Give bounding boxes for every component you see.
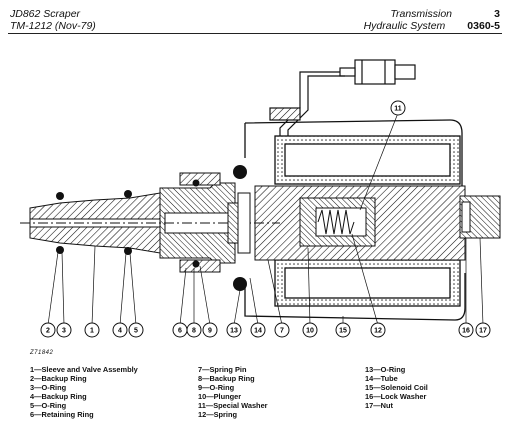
legend-item: 11—Special Washer xyxy=(198,400,268,410)
legend-item: 7—Spring Pin xyxy=(198,365,247,374)
solenoid-valve-diagram: 2 3 1 4 5 6 8 9 13 14 7 10 15 12 11 16 1… xyxy=(20,59,501,338)
svg-text:6: 6 xyxy=(178,328,182,335)
svg-text:13: 13 xyxy=(230,328,238,335)
callout-16: 16 xyxy=(458,322,474,338)
svg-text:2: 2 xyxy=(46,328,50,335)
svg-text:7: 7 xyxy=(280,328,284,335)
callout-14: 14 xyxy=(250,322,266,338)
header-rule xyxy=(8,33,502,34)
legend-item: 9—O-Ring xyxy=(198,382,235,392)
legend-item: 2—Backup Ring xyxy=(30,373,87,383)
svg-text:10: 10 xyxy=(306,328,314,335)
plunger-tube xyxy=(254,185,501,261)
header-right: Transmission 3 Hydraulic System 0360-5 xyxy=(364,8,500,32)
callout-7: 7 xyxy=(274,322,290,338)
subsection-title: Hydraulic System xyxy=(363,20,446,32)
callout-5: 5 xyxy=(128,322,144,338)
legend-item: 16—Lock Washer xyxy=(365,391,427,401)
legend-item: 14—Tube xyxy=(365,373,398,383)
legend-column-2: 7—Spring Pin 8—Backup Ring 9—O-Ring 10—P… xyxy=(198,365,268,419)
svg-text:15: 15 xyxy=(339,328,347,335)
svg-text:5: 5 xyxy=(134,328,138,335)
legend-item: 15—Solenoid Coil xyxy=(365,382,428,392)
legend-item: 8—Backup Ring xyxy=(198,373,255,383)
svg-text:14: 14 xyxy=(254,328,262,335)
callout-leaders xyxy=(47,112,484,326)
legend-item: 5—O-Ring xyxy=(30,400,67,410)
section-title: Transmission xyxy=(390,8,452,20)
callout-15: 15 xyxy=(335,322,351,338)
svg-text:12: 12 xyxy=(374,328,382,335)
callout-2: 2 xyxy=(40,322,56,338)
legend-item: 13—O-Ring xyxy=(365,365,406,374)
callout-8: 8 xyxy=(186,322,202,338)
sleeve-valve-assembly xyxy=(20,172,280,273)
legend-item: 6—Retaining Ring xyxy=(30,409,94,419)
svg-text:1: 1 xyxy=(90,328,94,335)
legend-item: 10—Plunger xyxy=(198,391,242,401)
legend-item: 4—Backup Ring xyxy=(30,391,87,401)
legend-column-3: 13—O-Ring 14—Tube 15—Solenoid Coil 16—Lo… xyxy=(365,365,428,411)
svg-text:8: 8 xyxy=(192,328,196,335)
callout-labels: 2 3 1 4 5 6 8 9 13 14 7 10 15 12 11 16 1… xyxy=(40,100,491,338)
solenoid-housing xyxy=(244,119,466,321)
legend-column-1: 1—Sleeve and Valve Assembly 2—Backup Rin… xyxy=(30,365,138,419)
callout-11: 11 xyxy=(390,100,406,116)
manual-number: TM-1212 (Nov-79) xyxy=(10,20,96,32)
section-number: 3 xyxy=(494,8,500,20)
svg-text:17: 17 xyxy=(479,328,487,335)
callout-6: 6 xyxy=(172,322,188,338)
callout-9: 9 xyxy=(202,322,218,338)
page-number: 0360-5 xyxy=(467,20,500,32)
callout-4: 4 xyxy=(112,322,128,338)
legend-item: 12—Spring xyxy=(198,409,238,419)
model-title: JD862 Scraper xyxy=(10,8,81,20)
callout-10: 10 xyxy=(302,322,318,338)
callout-1: 1 xyxy=(84,322,100,338)
svg-text:11: 11 xyxy=(394,106,402,113)
svg-text:3: 3 xyxy=(62,328,66,335)
header-left: JD862 Scraper TM-1212 (Nov-79) xyxy=(10,8,96,32)
svg-text:4: 4 xyxy=(118,328,122,335)
callout-13: 13 xyxy=(226,322,242,338)
callout-3: 3 xyxy=(56,322,72,338)
svg-text:16: 16 xyxy=(462,328,470,335)
legend-item: 17—Nut xyxy=(365,400,393,410)
legend-item: 1—Sleeve and Valve Assembly xyxy=(30,365,138,374)
callout-17: 17 xyxy=(475,322,491,338)
legend-item: 3—O-Ring xyxy=(30,382,67,392)
figure-id: Z71842 xyxy=(30,350,54,356)
callout-12: 12 xyxy=(370,322,386,338)
svg-text:9: 9 xyxy=(208,328,212,335)
